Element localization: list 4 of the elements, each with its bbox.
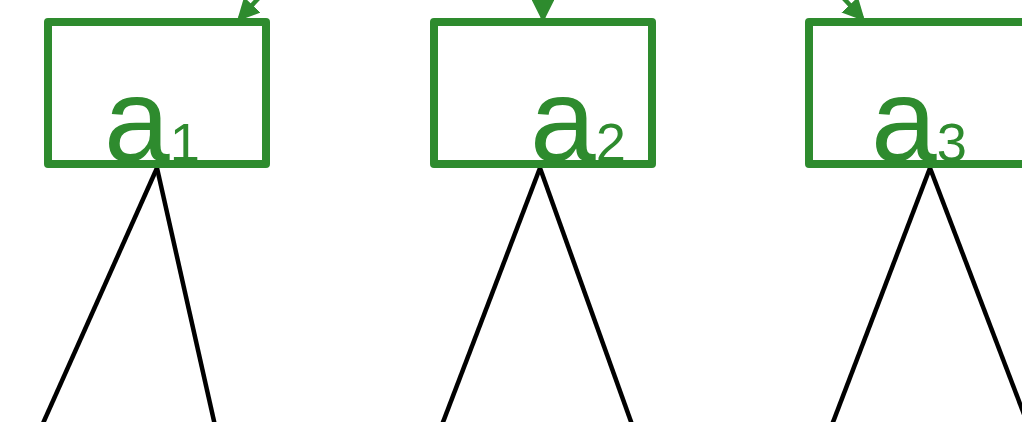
line — [154, 167, 219, 422]
tree-node-box — [805, 18, 1022, 168]
tree-node-box — [44, 18, 270, 168]
tree-node-box — [430, 18, 656, 168]
